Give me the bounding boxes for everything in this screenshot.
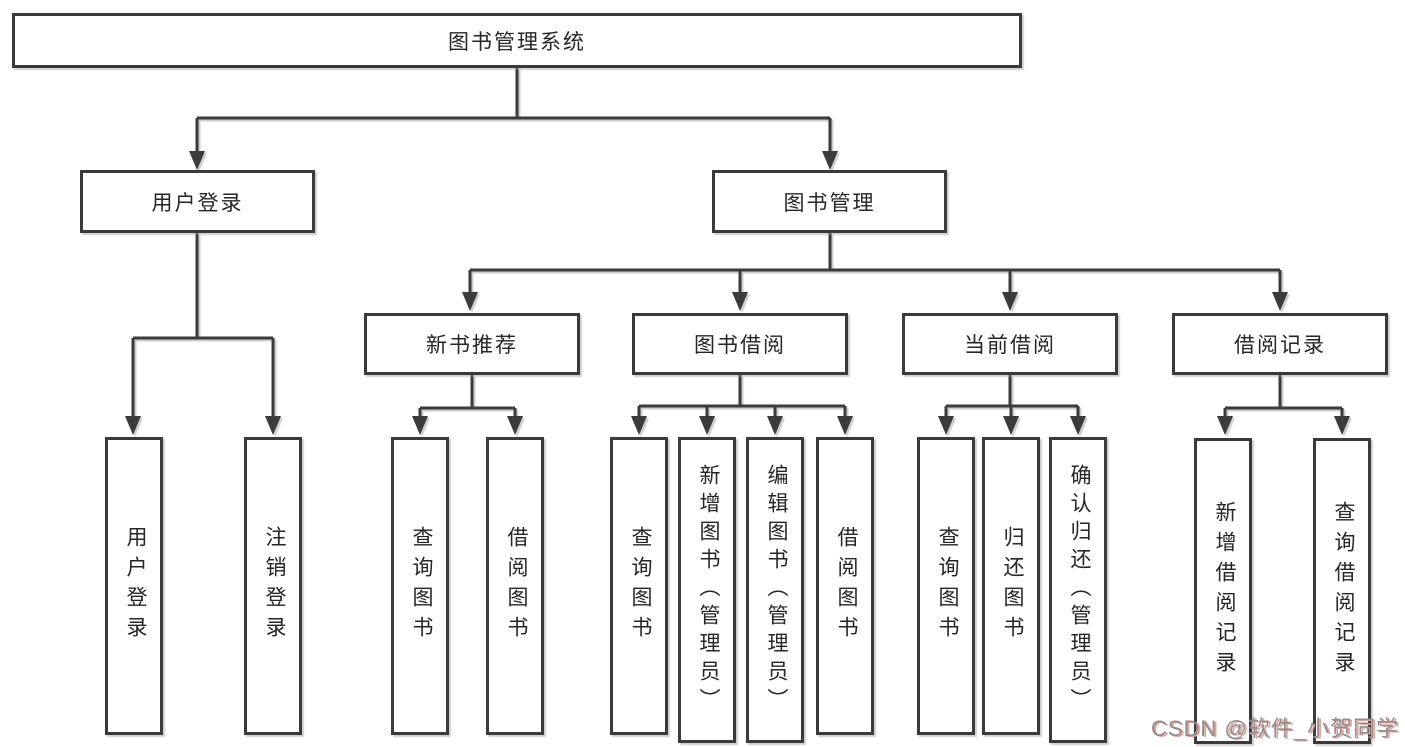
node-current-borrow: 当前借阅: [902, 313, 1118, 375]
leaf-add-book-admin: 新增图书（管理员）: [678, 437, 736, 743]
node-borrow-records: 借阅记录: [1172, 313, 1388, 375]
node-book-management-system: 图书管理系统: [12, 13, 1022, 68]
node-book-management: 图书管理: [712, 170, 947, 233]
leaf-borrow-books-borrow: 借阅图书: [816, 437, 874, 735]
leaf-add-borrow-record: 新增借阅记录: [1194, 438, 1252, 744]
leaf-query-books-borrow: 查询图书: [610, 437, 668, 735]
leaf-edit-book-admin: 编辑图书（管理员）: [746, 437, 804, 743]
leaf-query-books-current: 查询图书: [917, 437, 975, 735]
leaf-return-book: 归还图书: [982, 437, 1040, 735]
leaf-confirm-return-admin: 确认归还（管理员）: [1049, 437, 1107, 743]
connector-group: [125, 68, 1350, 435]
leaf-user-login: 用户登录: [105, 437, 163, 735]
csdn-watermark: CSDN @软件_小贺同学: [1150, 716, 1399, 741]
leaf-logout: 注销登录: [244, 437, 302, 735]
node-new-book-recommend: 新书推荐: [364, 313, 580, 375]
leaf-query-borrow-record: 查询借阅记录: [1313, 438, 1371, 744]
leaf-query-books-recommend: 查询图书: [391, 437, 449, 735]
leaf-borrow-books-recommend: 借阅图书: [486, 437, 544, 735]
node-user-login: 用户登录: [80, 170, 315, 233]
node-book-borrow: 图书借阅: [632, 313, 848, 375]
